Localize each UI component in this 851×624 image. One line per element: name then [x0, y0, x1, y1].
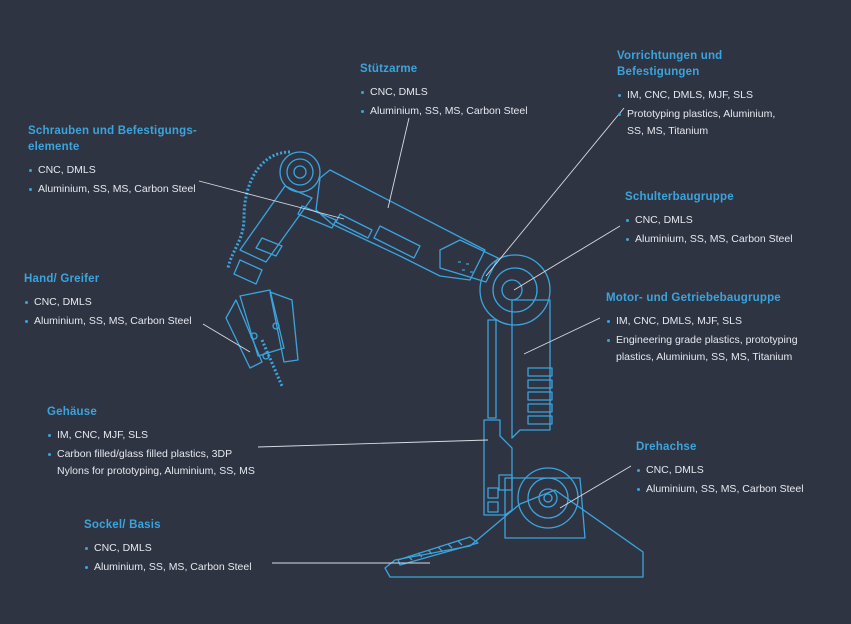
callout-material: Aluminium, SS, MS, Carbon Steel: [625, 230, 793, 249]
callout-material: Prototyping plastics, Aluminium, SS, MS,…: [617, 105, 787, 140]
leader-vorrichtungen: [485, 107, 625, 277]
fixture-dots: [458, 261, 473, 273]
callout-title: Hand/ Greifer: [24, 273, 100, 285]
callout-sockel: Sockel/ Basis CNC, DMLS Aluminium, SS, M…: [84, 517, 252, 576]
motor-column: [511, 299, 551, 439]
gripper-rod: [260, 339, 284, 387]
callout-drehachse: Drehachse CNC, DMLS Aluminium, SS, MS, C…: [636, 439, 804, 498]
gripper-pin-2: [262, 352, 270, 360]
callout-title: Gehäuse: [47, 406, 97, 418]
callout-title: Sockel/ Basis: [84, 519, 161, 531]
leader-stuetzarme: [387, 117, 410, 209]
callout-process: IM, CNC, MJF, SLS: [47, 426, 262, 445]
pivot-mount: [504, 477, 586, 539]
leader-drehachse: [559, 465, 632, 509]
elbow-inner: [293, 165, 307, 179]
housing-lower: [483, 419, 513, 516]
shoulder-outer: [479, 254, 551, 326]
base-ramp: [397, 536, 479, 566]
callout-material: Aluminium, SS, MS, Carbon Steel: [636, 480, 804, 499]
elbow-mid: [286, 158, 314, 186]
gripper-jaw-left: [225, 299, 263, 369]
leader-motor: [523, 317, 601, 355]
leader-schrauben: [198, 180, 345, 220]
callout-title: Schulterbaugruppe: [625, 191, 734, 203]
shoulder-inner: [501, 279, 523, 301]
forearm-detail: [255, 205, 337, 257]
callout-title: Stützarme: [360, 63, 418, 75]
fixture-plate: [439, 239, 499, 283]
wrist: [233, 259, 263, 285]
pivot-hub: [543, 493, 553, 503]
leader-schulter: [513, 225, 621, 291]
upper-arm-slot: [373, 225, 421, 259]
callout-material: Aluminium, SS, MS, Carbon Steel: [84, 558, 252, 577]
callout-title: Schrauben und Befestigungs-elemente: [28, 125, 197, 153]
callout-stuetzarme: Stützarme CNC, DMLS Aluminium, SS, MS, C…: [360, 61, 528, 120]
cable-chain: [226, 150, 291, 269]
pivot-mid: [527, 477, 569, 519]
callout-material: Aluminium, SS, MS, Carbon Steel: [28, 180, 208, 199]
callout-process: CNC, DMLS: [625, 211, 793, 230]
gripper-pin-3: [272, 322, 280, 330]
callout-process: CNC, DMLS: [84, 539, 252, 558]
callout-material: Engineering grade plastics, prototyping …: [606, 331, 816, 366]
callout-process: CNC, DMLS: [24, 293, 192, 312]
callout-material: Aluminium, SS, MS, Carbon Steel: [360, 102, 528, 121]
upper-arm-bolts: [335, 213, 373, 239]
callout-material: Carbon filled/glass filled plastics, 3DP…: [47, 445, 262, 480]
pivot-outer: [517, 467, 579, 529]
callout-motor: Motor- und Getriebebaugruppe IM, CNC, DM…: [606, 290, 816, 366]
callout-schulter: Schulterbaugruppe CNC, DMLS Aluminium, S…: [625, 189, 793, 248]
callout-process: IM, CNC, DMLS, MJF, SLS: [606, 312, 816, 331]
callout-vorrichtungen: Vorrichtungen und Befestigungen IM, CNC,…: [617, 48, 817, 140]
upper-arm: [315, 169, 486, 281]
motor-fins: [527, 367, 553, 425]
housing-brackets: [487, 474, 513, 513]
callout-process: CNC, DMLS: [28, 161, 208, 180]
callout-title: Vorrichtungen und Befestigungen: [617, 50, 723, 78]
base-plate: [384, 489, 644, 578]
callout-material: Aluminium, SS, MS, Carbon Steel: [24, 312, 192, 331]
leader-hand: [202, 323, 251, 353]
callout-title: Drehachse: [636, 441, 697, 453]
callout-hand: Hand/ Greifer CNC, DMLS Aluminium, SS, M…: [24, 271, 192, 330]
callout-process: CNC, DMLS: [360, 83, 528, 102]
callout-gehaeuse: Gehäuse IM, CNC, MJF, SLS Carbon filled/…: [47, 404, 262, 480]
gripper-pin-1: [250, 332, 258, 340]
pivot-inner: [538, 488, 558, 508]
callout-schrauben: Schrauben und Befestigungs-elemente CNC,…: [28, 123, 208, 198]
callout-process: CNC, DMLS: [636, 461, 804, 480]
gripper-jaw-right: [269, 291, 299, 363]
callout-process: IM, CNC, DMLS, MJF, SLS: [617, 86, 817, 105]
base-ramp-hatch: [407, 540, 463, 561]
callout-title: Motor- und Getriebebaugruppe: [606, 292, 781, 304]
leader-gehaeuse: [257, 439, 489, 448]
shoulder-mid: [492, 267, 538, 313]
gripper-body: [239, 289, 285, 357]
housing-stem: [487, 319, 497, 419]
forearm: [239, 185, 313, 263]
